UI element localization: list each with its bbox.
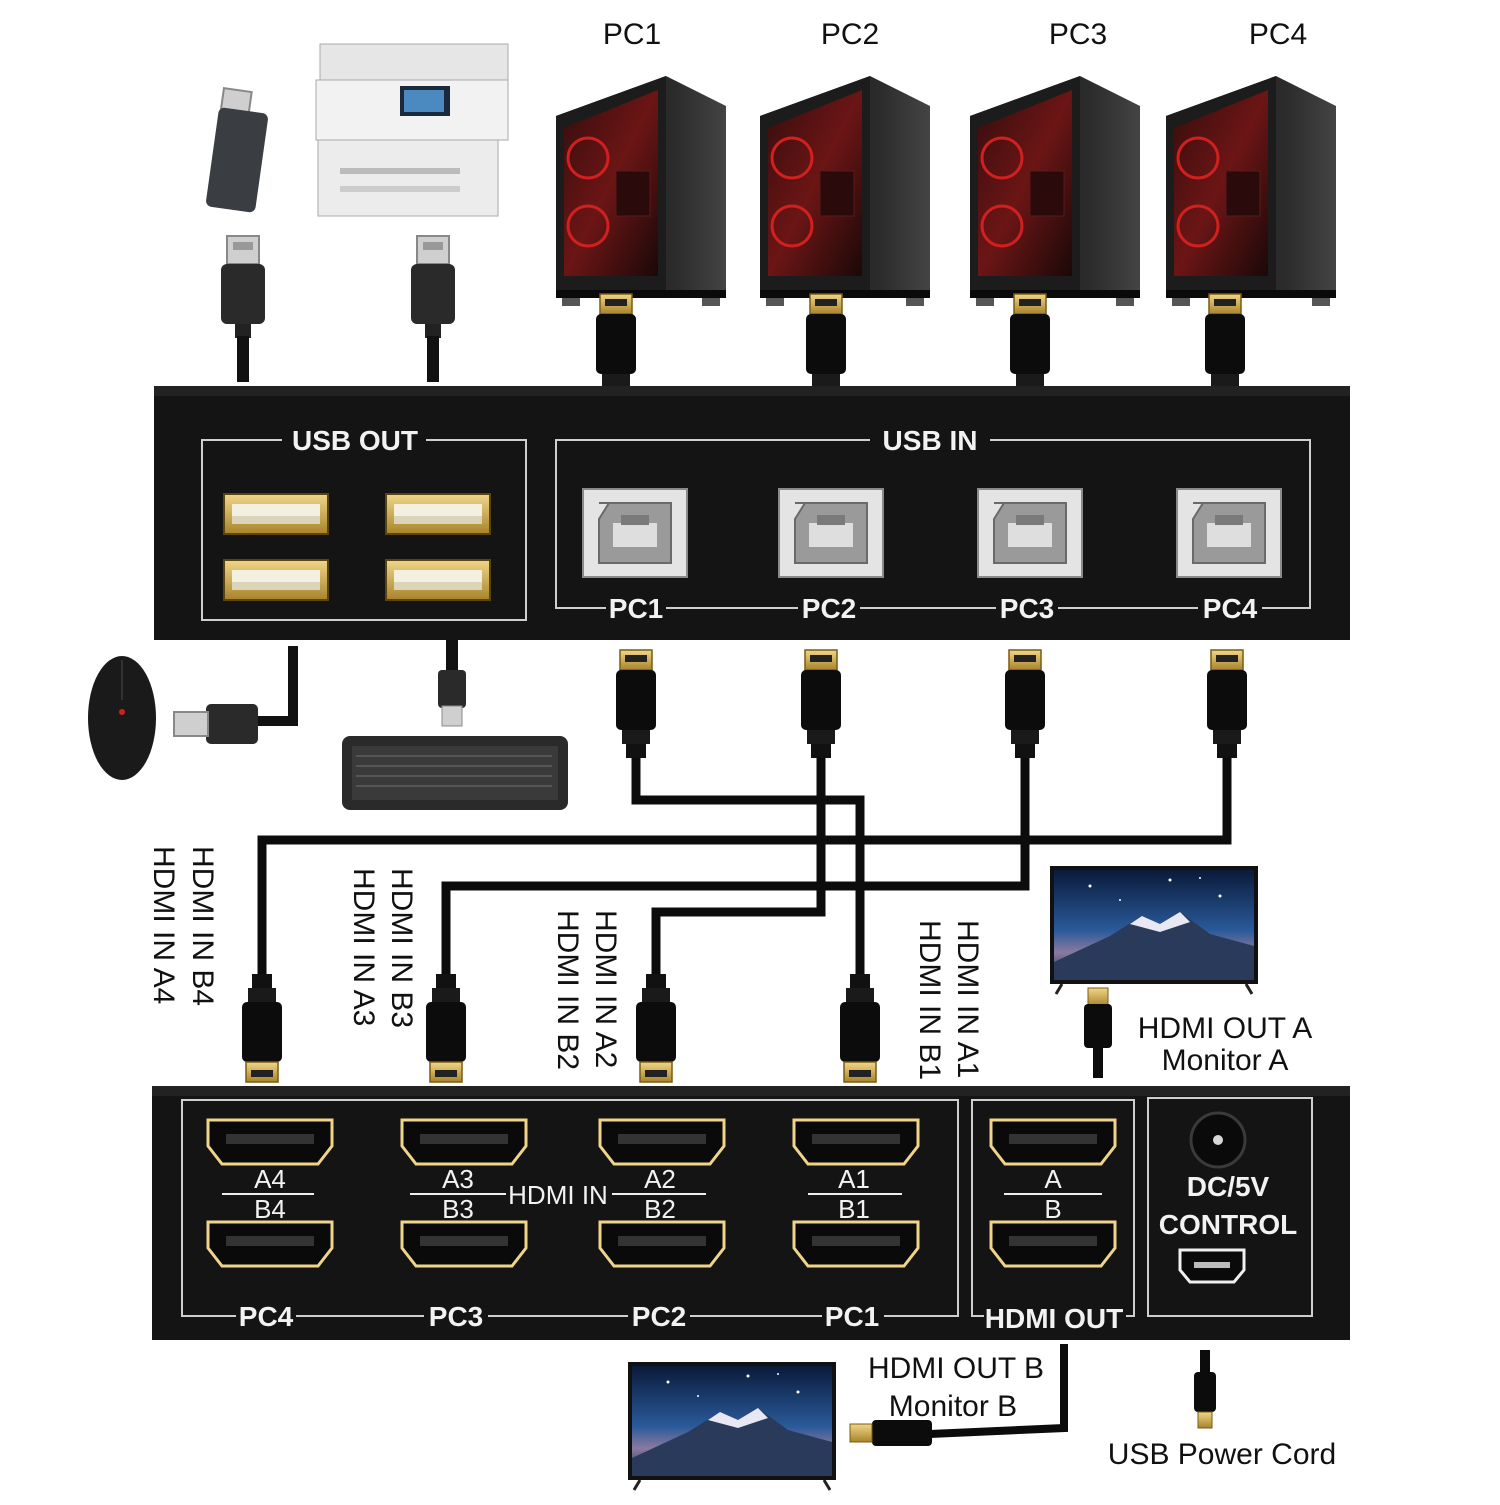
hdmi-in-port-b4 [206, 1220, 334, 1268]
usb-out-port-3 [223, 559, 329, 601]
power-cord-label: USB Power Cord [1108, 1438, 1336, 1471]
hdmi-in-column-2: A2 B2 PC2 [598, 1118, 726, 1332]
label-hdmi-in-b3: HDMI IN B3 [385, 868, 418, 1028]
label-hdmi-in-b2: HDMI IN B2 [551, 910, 584, 1070]
label-hdmi-in-b4: HDMI IN B4 [186, 846, 219, 1006]
usb-power-cord [1194, 1350, 1216, 1429]
hdmi-in-b1-label: B1 [838, 1194, 870, 1224]
hdmi-in-port-a1 [792, 1118, 920, 1166]
printer [315, 43, 509, 217]
usb-in-label: USB IN [883, 425, 978, 456]
usb-out-port-1 [223, 493, 329, 535]
cable-pc4-to-a4b4 [257, 758, 1232, 988]
monitor-b-cable [849, 1344, 1068, 1446]
monitor-a-cable [1084, 987, 1112, 1078]
keyboard [342, 640, 568, 810]
mouse-cable [173, 646, 298, 744]
hdmi-in-label: HDMI IN [508, 1180, 608, 1210]
usb-in-pc3-label: PC3 [1000, 593, 1054, 624]
usb-in-pc4-label: PC4 [1203, 593, 1258, 624]
pc-tower-3 [968, 74, 1142, 308]
cable-pc3-to-a3b3 [441, 758, 1030, 988]
cable-pc1-to-a1b1 [631, 758, 865, 988]
dc-5v-label: DC/5V [1187, 1171, 1270, 1202]
control-label: CONTROL [1159, 1209, 1297, 1240]
hdmi-in-pc4-label: PC4 [239, 1301, 294, 1332]
hdmi-in-b4-label: B4 [254, 1194, 286, 1224]
tower-cables [595, 293, 1246, 403]
monitor-b-label-line1: HDMI OUT B [868, 1352, 1044, 1385]
label-hdmi-in-a3: HDMI IN A3 [347, 868, 380, 1026]
hdmi-in-port-a3 [400, 1118, 528, 1166]
usb-in-port-pc1 [582, 488, 688, 578]
label-hdmi-in-a1: HDMI IN A1 [951, 920, 984, 1078]
hdmi-in-pc1-label: PC1 [825, 1301, 879, 1332]
monitor-a-stand [1054, 983, 1254, 995]
hdmi-out-port-a [989, 1118, 1117, 1166]
hdmi-in-a1-label: A1 [838, 1164, 870, 1194]
hdmi-in-a3-label: A3 [442, 1164, 474, 1194]
hdmi-in-column-3: A3 B3 PC3 [400, 1118, 528, 1332]
hdmi-out-b-label: B [1044, 1194, 1061, 1224]
hdmi-in-port-b1 [792, 1220, 920, 1268]
monitor-a [1050, 866, 1258, 984]
hdmi-plugs-top [615, 649, 1248, 759]
usb-flash-drive [206, 87, 268, 213]
usb-in-pc1-label: PC1 [609, 593, 663, 624]
hdmi-in-pc2-label: PC2 [632, 1301, 686, 1332]
usb-in-port-pc3 [977, 488, 1083, 578]
monitor-a-label-line1: HDMI OUT A [1138, 1012, 1312, 1045]
hdmi-in-column-4: A4 B4 PC4 [206, 1118, 334, 1332]
monitor-b-label-line2: Monitor B [889, 1390, 1017, 1423]
vertical-cable-labels: HDMI IN B4 HDMI IN A4 HDMI IN B3 HDMI IN… [147, 846, 984, 1080]
micro-usb-port [1178, 1248, 1246, 1284]
usb-panel: USB OUT USB IN PC1 PC2 PC3 PC4 [154, 386, 1350, 640]
monitor-b [628, 1362, 836, 1480]
hdmi-in-b3-label: B3 [442, 1194, 474, 1224]
hdmi-in-port-a4 [206, 1118, 334, 1166]
pc-tower-4 [1164, 74, 1338, 308]
hdmi-in-port-b2 [598, 1220, 726, 1268]
hdmi-in-a2-label: A2 [644, 1164, 676, 1194]
hdmi-out-label: HDMI OUT [985, 1303, 1123, 1334]
label-hdmi-in-a4: HDMI IN A4 [147, 846, 180, 1004]
label-hdmi-in-b1: HDMI IN B1 [913, 920, 946, 1080]
hdmi-panel: A4 B4 PC4 A3 B3 PC3 A2 B2 PC2 A1 B1 PC1 [152, 1086, 1350, 1340]
hdmi-in-a4-label: A4 [254, 1164, 286, 1194]
usb-out-port-2 [385, 493, 491, 535]
routed-cables [257, 758, 1232, 988]
usb-in-pc2-label: PC2 [802, 593, 856, 624]
pc-title-3: PC3 [1049, 18, 1107, 51]
usb-out-cables [220, 235, 456, 382]
cable-pc2-to-a2b2 [651, 758, 826, 988]
usb-out-label: USB OUT [292, 425, 418, 456]
hdmi-out-a-label: A [1044, 1164, 1062, 1194]
hdmi-in-b2-label: B2 [644, 1194, 676, 1224]
label-hdmi-in-a2: HDMI IN A2 [589, 910, 622, 1068]
usb-out-port-4 [385, 559, 491, 601]
mouse [88, 656, 156, 780]
usb-in-port-pc2 [778, 488, 884, 578]
hdmi-out-port-b [989, 1220, 1117, 1268]
usb-in-port-pc4 [1176, 488, 1282, 578]
pc-tower-1 [554, 74, 728, 308]
pc-title-2: PC2 [821, 18, 879, 51]
hdmi-in-column-1: A1 B1 PC1 [792, 1118, 920, 1332]
hdmi-in-port-a2 [598, 1118, 726, 1166]
pc-title-4: PC4 [1249, 18, 1307, 51]
hdmi-in-port-b3 [400, 1220, 528, 1268]
pc-tower-2 [758, 74, 932, 308]
monitor-b-stand [632, 1479, 832, 1491]
pc-title-1: PC1 [603, 18, 661, 51]
hdmi-in-pc3-label: PC3 [429, 1301, 483, 1332]
monitor-a-label-line2: Monitor A [1162, 1044, 1289, 1077]
